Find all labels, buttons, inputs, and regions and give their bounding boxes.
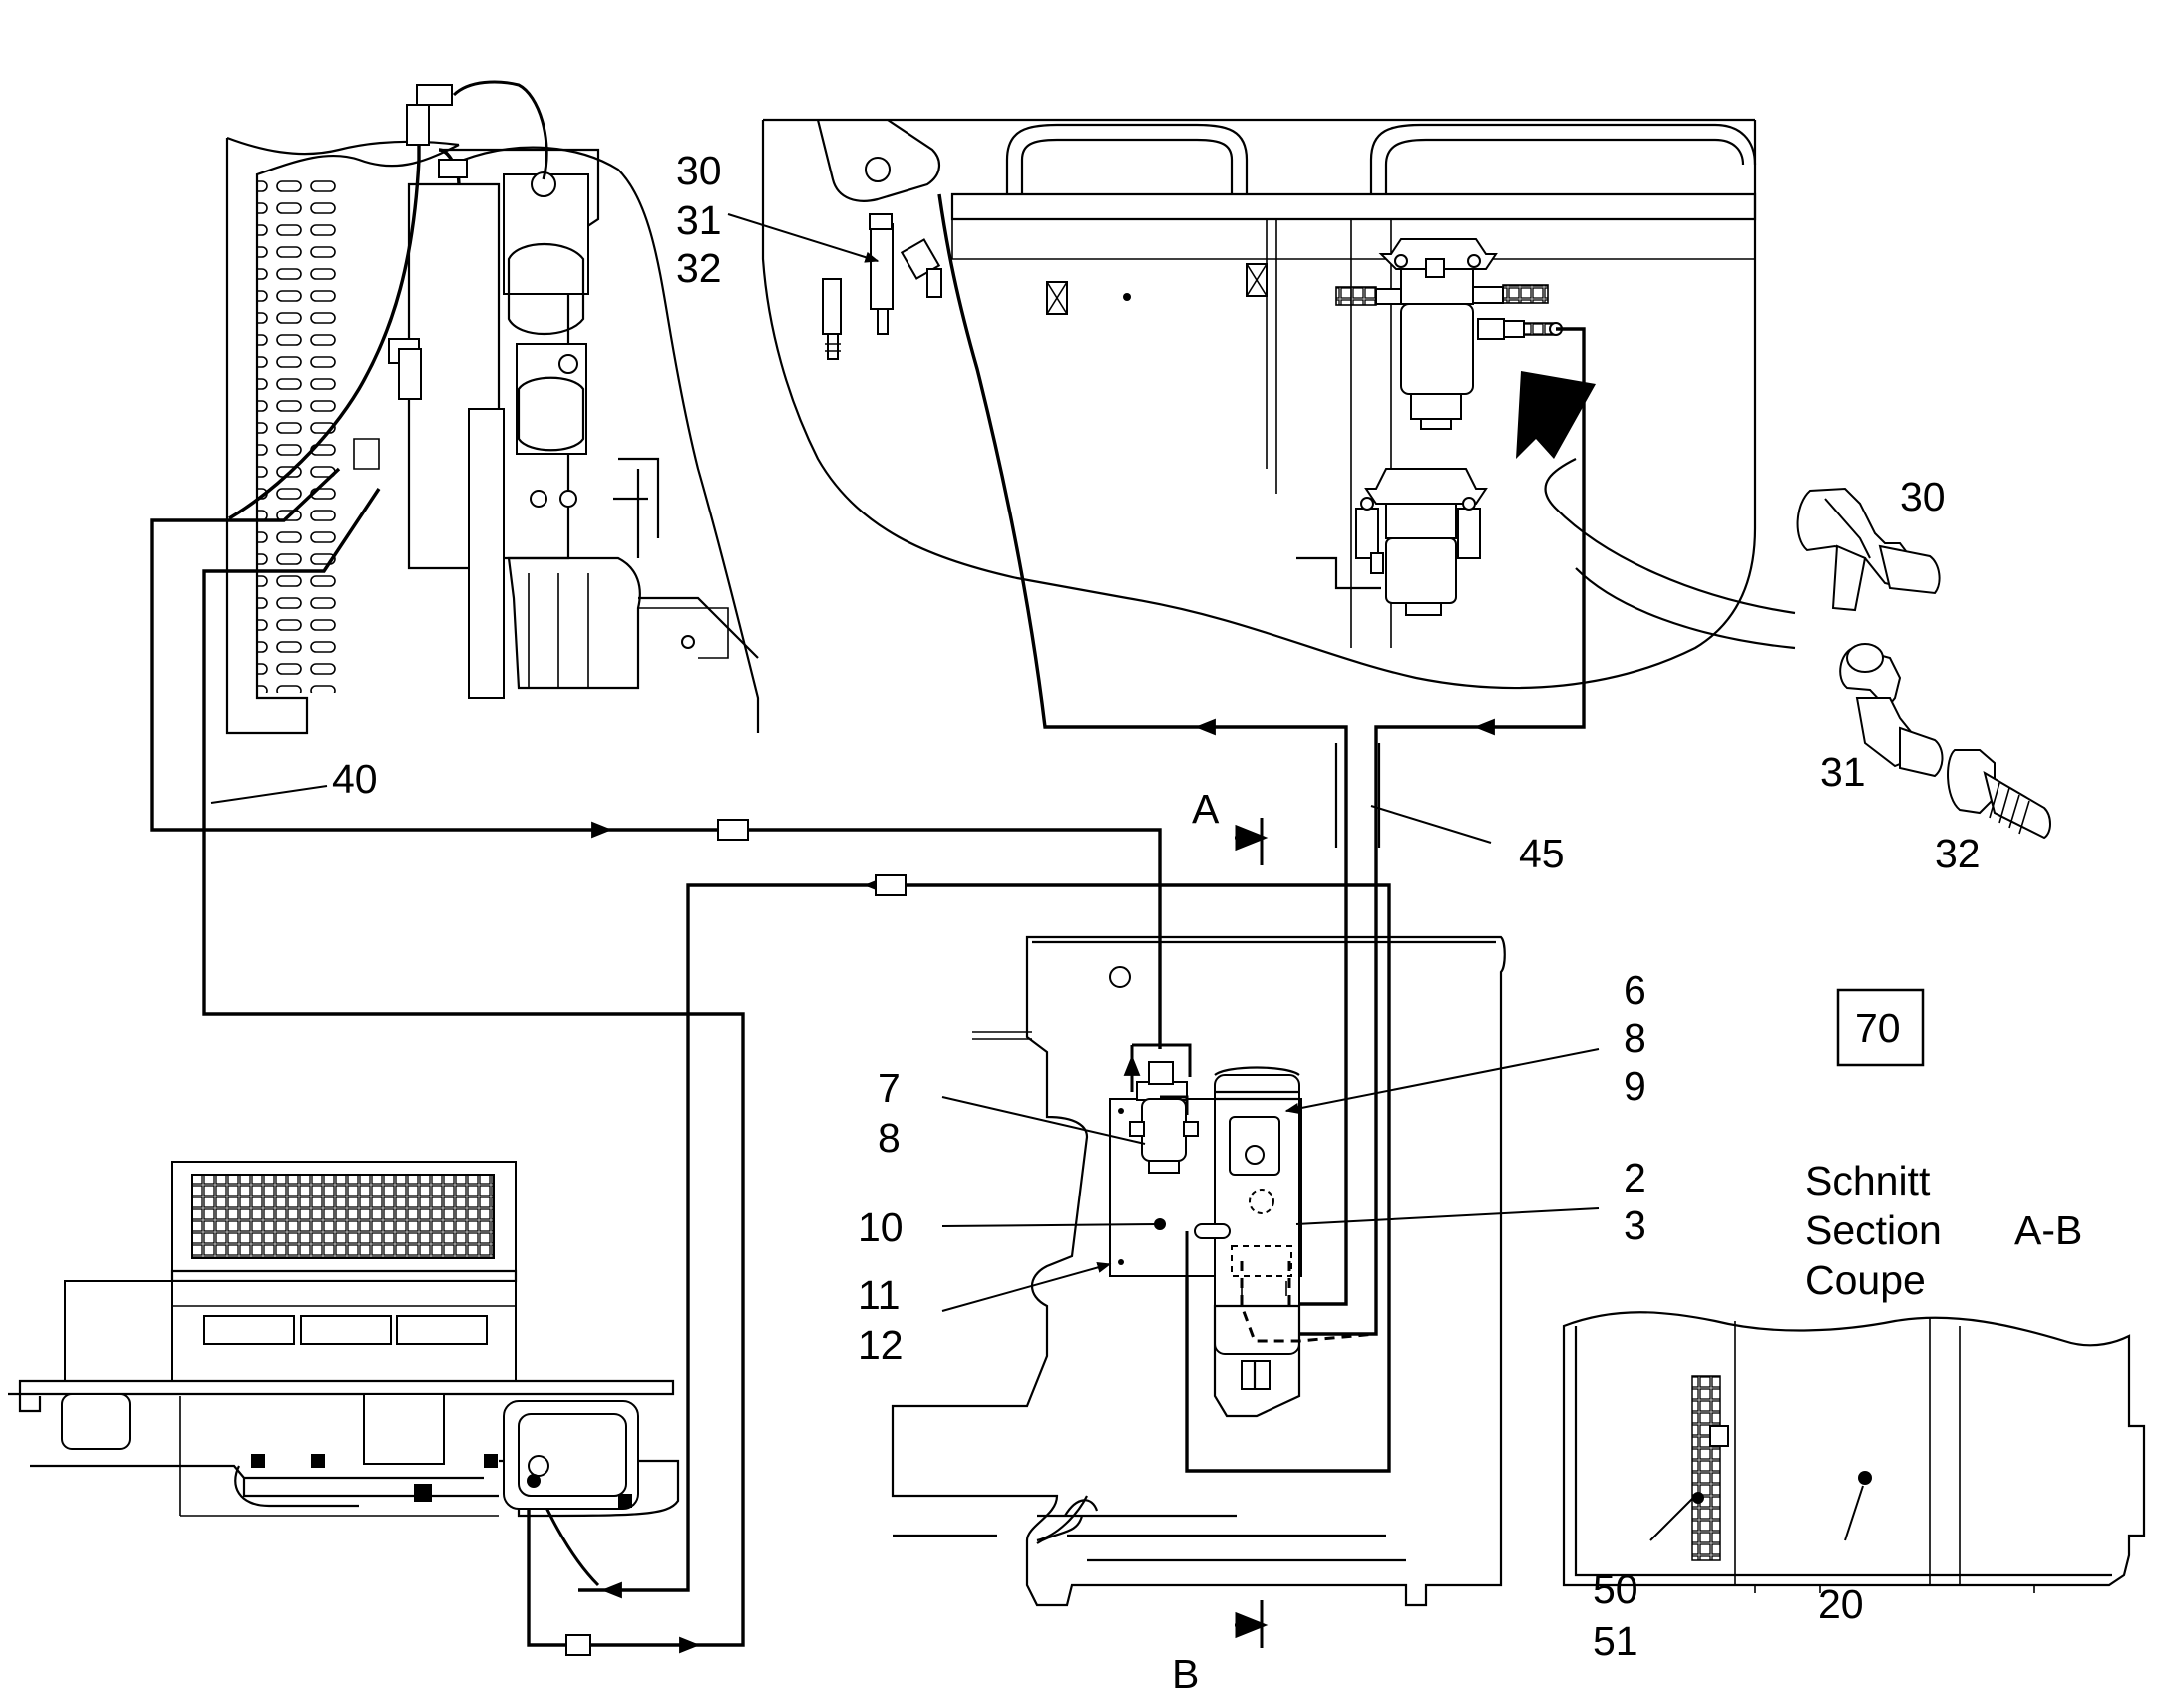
section-marker-b: B [1172,1651,1199,1697]
fitting-set [822,213,942,360]
fitting-detail-31 [1839,643,1944,778]
radiator-grille [257,174,337,693]
drive-belt [468,408,505,699]
callout-40: 40 [332,756,378,802]
callout-50-stack-line2: 51 [1593,1618,1638,1664]
callout-45: 45 [1519,831,1565,876]
callout-6-stack-line1: 6 [1624,967,1646,1013]
section-caption-line2: Section [1805,1207,1942,1253]
callout-7-stack-line2: 8 [878,1115,901,1161]
callout-6-stack-line2: 8 [1624,1015,1646,1061]
callout-2-stack-line1: 2 [1624,1155,1646,1200]
fuel-filter-lower [1296,468,1488,616]
callout-labels: 30 31 32 40 45 6 8 9 7 8 10 2 3 11 12 30… [332,148,2082,1697]
engine-assembly-view [225,80,760,735]
callout-2-stack-line2: 3 [1624,1202,1646,1248]
reference-box-70-label: 70 [1855,1005,1901,1051]
fitting-detail-30 [1796,487,1941,612]
valve-7-8 [1141,1098,1187,1162]
callout-20: 20 [1818,1581,1864,1627]
section-caption-line3: Coupe [1805,1257,1926,1303]
callout-30-stack-line2: 31 [676,197,722,243]
callout-6-stack-line3: 9 [1624,1063,1646,1109]
section-caption-line2-suffix: A-B [2014,1207,2082,1253]
callout-11-stack-line1: 11 [858,1272,901,1318]
section-ab-detail [1562,1311,2146,1593]
fitting-detail-32 [1947,749,2051,840]
reference-box-70 [1836,988,1925,1067]
callout-7-stack-line1: 7 [878,1065,901,1111]
callout-10: 10 [858,1204,904,1250]
callout-32-detail: 32 [1935,831,1981,876]
callout-50-stack-line1: 50 [1593,1566,1638,1612]
callout-leaders [210,213,1864,1648]
tank-assembly-view [761,118,1796,690]
callout-30-detail: 30 [1900,474,1946,519]
callout-30-stack-line1: 30 [676,148,722,193]
pipe-coupler [717,819,749,841]
heater-element-50 [1691,1375,1721,1561]
water-pump [507,556,641,690]
callout-31-detail: 31 [1820,749,1866,795]
heater-unit-view [8,1161,680,1518]
callout-30-stack-line3: 32 [676,245,722,291]
section-caption-line1: Schnitt [1805,1158,1931,1203]
pump-bracket-view [891,935,1506,1607]
section-marker-a: A [1192,786,1220,832]
callout-11-stack-line2: 12 [858,1322,904,1368]
flow-arrow-large [1516,371,1596,459]
